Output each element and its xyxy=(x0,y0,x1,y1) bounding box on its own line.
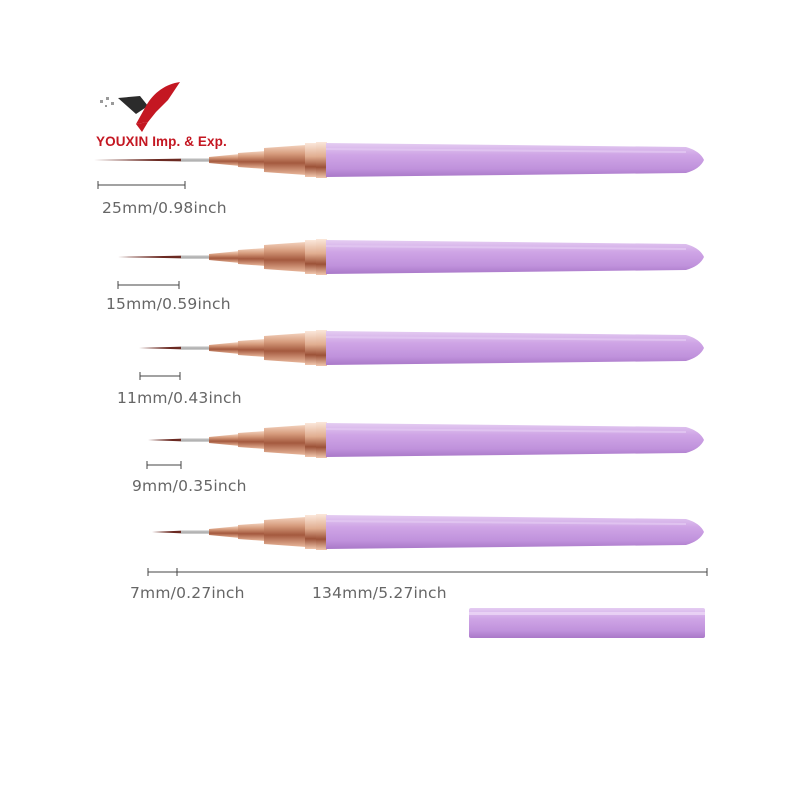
bristle xyxy=(118,255,182,259)
brand-name: YOUXIN Imp. & Exp. xyxy=(96,134,227,149)
length-label-3: 11mm/0.43inch xyxy=(117,389,242,407)
ferrule-ring xyxy=(305,240,316,274)
measures-layer xyxy=(97,181,708,576)
ferrule-collar xyxy=(264,242,306,272)
ferrule-ring xyxy=(305,143,316,177)
brand-bird-icon xyxy=(100,82,180,132)
ferrule-ring xyxy=(316,514,327,550)
ferrule-tip xyxy=(209,251,240,263)
wire xyxy=(181,255,211,259)
measure-line-1 xyxy=(97,181,186,189)
bristle xyxy=(148,438,182,442)
ferrule-ring xyxy=(305,423,316,457)
length-label-5: 7mm/0.27inch xyxy=(130,584,245,602)
bristle xyxy=(94,158,182,162)
ferrule-collar xyxy=(264,145,306,175)
brush-3 xyxy=(139,330,704,366)
handle-highlight xyxy=(325,148,687,153)
ferrule-tip xyxy=(209,154,240,166)
total-length-line xyxy=(177,568,708,576)
handle-highlight xyxy=(325,520,687,525)
length-label-1: 25mm/0.98inch xyxy=(102,199,227,217)
measure-line-3 xyxy=(139,372,181,380)
handle xyxy=(326,331,704,365)
ferrule-collar xyxy=(264,333,306,363)
ferrule-ring xyxy=(316,142,327,178)
ferrule-ring xyxy=(305,331,316,365)
ferrule-ring xyxy=(305,515,316,549)
wire xyxy=(181,530,211,534)
bristle xyxy=(152,530,182,534)
brushes-layer xyxy=(94,142,704,550)
total-length-label: 134mm/5.27inch xyxy=(312,584,447,602)
ferrule-body xyxy=(238,523,266,541)
brand-logo: YOUXIN Imp. & Exp. xyxy=(96,78,286,154)
ferrule-tip xyxy=(209,526,240,538)
ferrule-body xyxy=(238,339,266,357)
ferrule-body xyxy=(238,248,266,266)
handle xyxy=(326,423,704,457)
handle xyxy=(326,143,704,177)
ferrule-body xyxy=(238,151,266,169)
handle xyxy=(326,515,704,549)
ferrule-tip xyxy=(209,434,240,446)
handle xyxy=(326,240,704,274)
wire xyxy=(181,438,211,442)
brush-cap xyxy=(469,608,705,638)
measure-line-2 xyxy=(117,281,180,289)
brush-2 xyxy=(118,239,704,275)
handle-highlight xyxy=(325,245,687,250)
ferrule-ring xyxy=(316,330,327,366)
ferrule-collar xyxy=(264,425,306,455)
wire xyxy=(181,346,211,350)
measure-line-4 xyxy=(146,461,182,469)
ferrule-tip xyxy=(209,342,240,354)
ferrule-ring xyxy=(316,239,327,275)
ferrule-ring xyxy=(316,422,327,458)
ferrule-collar xyxy=(264,517,306,547)
length-label-4: 9mm/0.35inch xyxy=(132,477,247,495)
ferrule-body xyxy=(238,431,266,449)
wire xyxy=(181,158,211,162)
handle-highlight xyxy=(325,428,687,433)
brush-4 xyxy=(148,422,704,458)
brush-5 xyxy=(152,514,704,550)
handle-highlight xyxy=(325,336,687,341)
length-label-2: 15mm/0.59inch xyxy=(106,295,231,313)
brush-1 xyxy=(94,142,704,178)
measure-line-5 xyxy=(147,568,178,576)
bristle xyxy=(139,346,182,350)
